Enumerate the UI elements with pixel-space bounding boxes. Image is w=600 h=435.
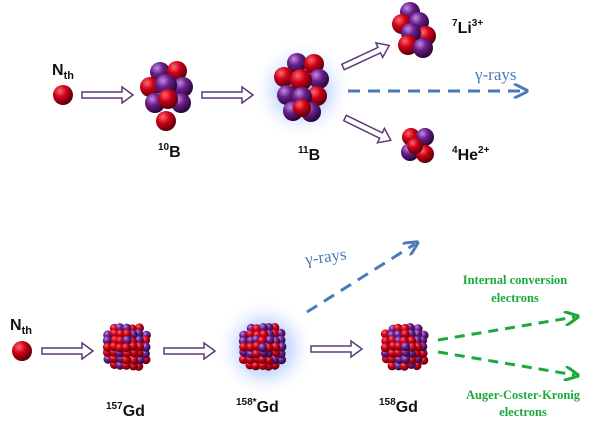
internal-conversion-label-line1: Internal conversion: [463, 273, 568, 287]
neutron-particle: [53, 85, 73, 105]
nucleon: [380, 343, 390, 353]
nucleon: [239, 342, 249, 352]
nucleon: [276, 328, 286, 338]
nucleon: [258, 343, 268, 353]
gadolinium-158-excited-nucleus: [238, 323, 287, 371]
nucleon: [265, 335, 275, 345]
nucleon: [394, 341, 404, 351]
neutron-particle: [12, 341, 32, 361]
neutron-label: Nth: [52, 62, 74, 82]
nucleon: [400, 342, 410, 352]
nucleon: [116, 329, 126, 339]
lithium-7-nucleus: [392, 2, 436, 58]
gadolinium-158-label: 158Gd: [379, 397, 418, 416]
nucleon: [115, 336, 125, 346]
nucleon: [238, 354, 249, 364]
auger-label-line2: electrons: [499, 405, 547, 419]
nucleon: [121, 343, 131, 353]
hollow-arrow: [163, 341, 217, 361]
hollow-arrow: [81, 85, 135, 105]
nucleon: [257, 354, 267, 364]
nucleon: [271, 342, 281, 352]
internal-conversion-label-line2: electrons: [491, 291, 539, 305]
hollow-arrow: [201, 85, 255, 105]
nucleon: [109, 354, 119, 364]
gadolinium-reaction: Nth 157Gd 158*Gd 158Gd γ-rays Internal c…: [10, 244, 581, 420]
nucleon: [134, 342, 144, 352]
nucleon: [251, 349, 262, 359]
hollow-arrow: [41, 341, 95, 361]
nucleon: [102, 335, 112, 346]
nucleon: [122, 335, 132, 345]
nucleon: [140, 335, 151, 345]
gadolinium-157-label: 157Gd: [106, 401, 145, 420]
gamma-ray-arrow: [306, 244, 415, 314]
nucleon: [407, 342, 417, 352]
nucleon: [400, 329, 410, 339]
nucleon: [245, 329, 256, 339]
nucleon: [399, 361, 409, 371]
nucleon: [122, 329, 132, 339]
auger-label-line1: Auger-Coster-Kronig: [466, 388, 581, 402]
nucleon: [258, 323, 268, 333]
gadolinium-158-excited-label: 158*Gd: [236, 397, 279, 416]
nucleon: [251, 361, 261, 371]
lithium-7-label: 7Li3+: [452, 18, 483, 37]
boron-10-nucleus: [140, 61, 193, 131]
gamma-ray-label: γ-rays: [303, 244, 348, 269]
helium-4-label: 4He2+: [452, 145, 490, 164]
internal-conversion-arrow: [437, 317, 575, 342]
boron-11-nucleus: [274, 53, 329, 122]
neutron-label: Nth: [10, 317, 32, 337]
helium-4-nucleus: [401, 128, 434, 163]
hollow-arrow: [342, 114, 392, 144]
boron-10-label: 10B: [158, 142, 181, 161]
nucleon: [264, 355, 274, 365]
gamma-ray-label: γ-rays: [474, 65, 517, 84]
nucleon: [129, 355, 139, 365]
gadolinium-157-nucleus: [102, 323, 151, 371]
nucleon: [393, 348, 404, 358]
boron-reaction: Nth 10B: [52, 2, 524, 164]
nucleon: [413, 329, 423, 339]
nucleon: [401, 354, 411, 364]
hollow-arrow: [310, 339, 364, 359]
boron-11-label: 11B: [298, 145, 320, 164]
gadolinium-158-nucleus: [380, 323, 429, 371]
auger-electron-arrow: [437, 350, 575, 375]
nucleon: [135, 355, 145, 365]
nucleon: [387, 361, 397, 371]
nucleon: [115, 343, 125, 353]
hollow-arrow: [340, 41, 391, 71]
